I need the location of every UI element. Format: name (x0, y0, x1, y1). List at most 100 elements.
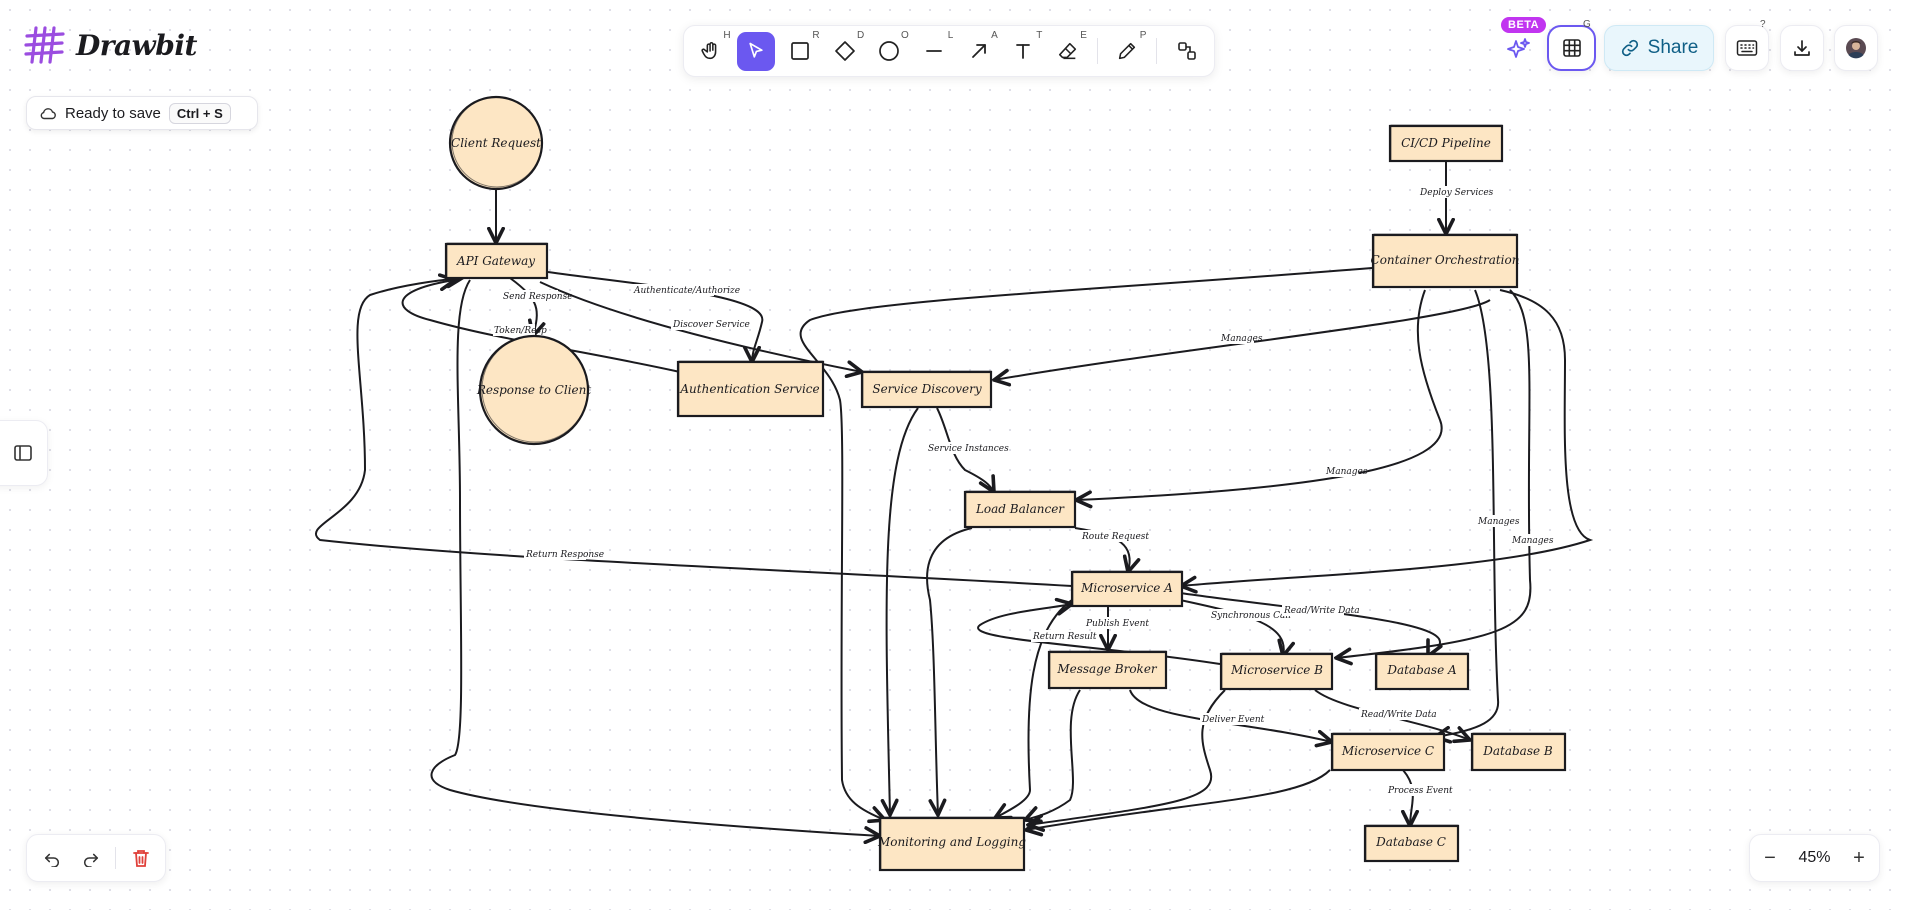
diamond-icon (835, 41, 855, 61)
edge-manages-lb[interactable] (1076, 289, 1443, 500)
tool-text[interactable]: T (1004, 29, 1043, 71)
edge-service-instances[interactable] (936, 407, 994, 492)
node-api-gateway[interactable]: API Gateway (444, 242, 549, 280)
edge-manages-sd[interactable] (994, 299, 1491, 380)
hand-icon (701, 42, 717, 60)
tool-rectangle[interactable]: R (781, 29, 820, 71)
hotkey-grid: G (1583, 19, 1591, 30)
edge-synchronous-call[interactable] (1179, 599, 1284, 656)
edge-sd-monitoring[interactable] (887, 407, 919, 815)
label-process-event: Process Event (1387, 786, 1453, 796)
hotkey-rectangle: R (812, 29, 820, 41)
edge-authenticate[interactable] (547, 271, 764, 362)
label-manages-sd: Manages (1220, 334, 1263, 344)
download-icon (1794, 40, 1810, 56)
node-microservice-b[interactable]: Microservice B (1219, 652, 1334, 691)
node-database-c[interactable]: Database C (1363, 824, 1460, 863)
node-label: Response to Client (476, 383, 592, 397)
redo-button[interactable] (76, 843, 105, 873)
share-button[interactable]: Share (1604, 25, 1714, 71)
share-label: Share (1647, 37, 1699, 58)
label-deliver-event: Deliver Event (1201, 715, 1265, 725)
hotkey-text: T (1036, 29, 1043, 41)
edge-orch-monitoring[interactable] (799, 267, 1373, 820)
sparkle-icon (1507, 38, 1530, 58)
beta-badge: BETA (1501, 17, 1547, 33)
tool-diamond[interactable]: D (826, 30, 864, 71)
undo-icon (44, 853, 59, 867)
node-label: CI/CD Pipeline (1401, 136, 1491, 150)
diagram-nodes: Client Request API Gateway Response to C… (444, 95, 1567, 872)
edge-a-monitoring[interactable] (995, 599, 1073, 818)
arrow-icon (971, 44, 986, 58)
keyboard-shortcuts-button[interactable] (1725, 25, 1769, 71)
drawbit-logo-icon (24, 26, 65, 64)
edge-manages-a[interactable] (1181, 289, 1594, 586)
undo-button[interactable] (37, 843, 66, 873)
edge-lb-monitoring[interactable] (926, 527, 973, 815)
edge-token-resp[interactable] (401, 280, 681, 373)
tool-eraser[interactable]: E (1048, 29, 1087, 71)
hotkey-arrow: A (991, 29, 998, 41)
label-synchronous-call: Synchronous Call (1211, 611, 1291, 621)
edge-process-event[interactable] (1403, 769, 1413, 826)
tool-shapes-library[interactable] (1167, 32, 1206, 71)
hotkey-eraser: E (1080, 29, 1087, 41)
edge-gateway-monitoring[interactable] (430, 279, 880, 836)
node-database-a[interactable]: Database A (1374, 652, 1470, 691)
node-load-balancer[interactable]: Load Balancer (963, 490, 1077, 529)
node-label: Authentication Service (679, 382, 819, 396)
tool-pencil[interactable]: P (1108, 30, 1146, 71)
download-button[interactable] (1780, 25, 1824, 71)
hotkey-shortcuts: ? (1760, 19, 1766, 30)
edge-read-write-a[interactable] (1179, 592, 1440, 656)
user-avatar-button[interactable] (1834, 25, 1878, 71)
label-return-response: Return Response (525, 550, 604, 560)
node-service-discovery[interactable]: Service Discovery (860, 370, 993, 409)
pencil-icon (1119, 42, 1136, 60)
sidebar-toggle-button[interactable] (0, 420, 48, 486)
edge-discover-service[interactable] (539, 281, 862, 372)
zoom-out-button[interactable]: − (1764, 846, 1776, 869)
hotkey-line: L (947, 29, 954, 41)
avatar (1846, 38, 1866, 59)
node-microservice-c[interactable]: Microservice C (1330, 732, 1446, 772)
edge-manages-dba[interactable] (1336, 289, 1532, 658)
label-manages-c: Manages (1477, 517, 1520, 527)
tool-ellipse[interactable]: O (870, 30, 909, 71)
redo-icon (83, 853, 98, 867)
hotkey-hand: H (723, 29, 731, 41)
history-controls (26, 834, 166, 882)
node-monitoring-and-logging[interactable]: Monitoring and Logging (877, 816, 1026, 872)
tool-select[interactable] (736, 31, 776, 71)
save-status[interactable]: Ready to save Ctrl + S (26, 96, 258, 130)
tool-arrow[interactable]: A (959, 29, 998, 71)
label-return-result: Return Result (1032, 632, 1097, 642)
zoom-in-button[interactable]: + (1853, 846, 1865, 869)
node-label: Service Discovery (872, 382, 981, 396)
node-cicd-pipeline[interactable]: CI/CD Pipeline (1388, 124, 1504, 163)
label-service-instances: Service Instances (928, 444, 1009, 454)
node-database-b[interactable]: Database B (1470, 732, 1567, 772)
keyboard-icon (1736, 40, 1758, 56)
edge-broker-monitoring[interactable] (1025, 689, 1081, 820)
node-response-to-client[interactable]: Response to Client (476, 334, 592, 446)
node-container-orchestration[interactable]: Container Orchestration (1371, 233, 1520, 289)
label-token-resp: Token/Resp (494, 326, 547, 336)
tool-line[interactable]: L (915, 29, 954, 71)
delete-button[interactable] (126, 843, 155, 873)
node-microservice-a[interactable]: Microservice A (1070, 570, 1184, 608)
node-client-request[interactable]: Client Request (448, 95, 544, 191)
edge-c-monitoring[interactable] (1026, 769, 1331, 830)
grid-toggle-button[interactable] (1547, 25, 1596, 71)
node-authentication-service[interactable]: Authentication Service (676, 360, 825, 418)
sidebar-icon (14, 445, 32, 461)
edge-return-response[interactable] (315, 278, 1073, 587)
node-message-broker[interactable]: Message Broker (1047, 650, 1168, 690)
tool-hand[interactable]: H (692, 29, 731, 71)
zoom-level[interactable]: 45% (1798, 849, 1831, 866)
ai-assistant-button[interactable] (1500, 30, 1538, 68)
label-send-response: Send Response (503, 292, 573, 302)
edge-manages-c[interactable] (1435, 289, 1500, 737)
